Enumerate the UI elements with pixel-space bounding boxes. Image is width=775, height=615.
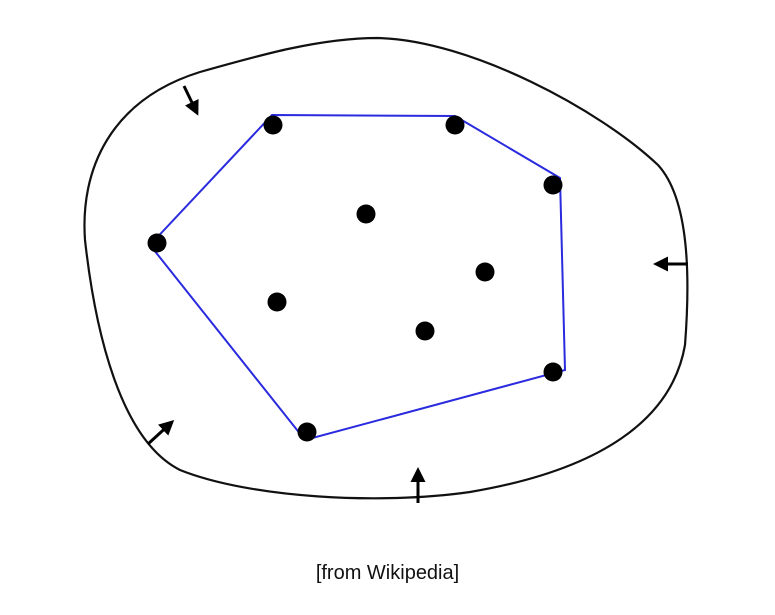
caption: [from Wikipedia]: [315, 562, 460, 584]
point-marker: [297, 422, 317, 442]
convex-hull-diagram: [83, 36, 689, 503]
point-marker: [263, 115, 283, 135]
point-marker: [356, 204, 376, 224]
point-marker: [445, 115, 465, 135]
point-marker: [267, 292, 287, 312]
point-marker: [543, 175, 563, 195]
point-marker: [415, 321, 435, 341]
arrow-icon: [182, 85, 199, 116]
point-marker: [475, 262, 495, 282]
outer-boundary-curve: [83, 36, 689, 500]
arrow-icon: [146, 419, 175, 446]
point-marker: [543, 362, 563, 382]
convex-hull-polygon: [148, 113, 567, 442]
point-marker: [147, 233, 167, 253]
